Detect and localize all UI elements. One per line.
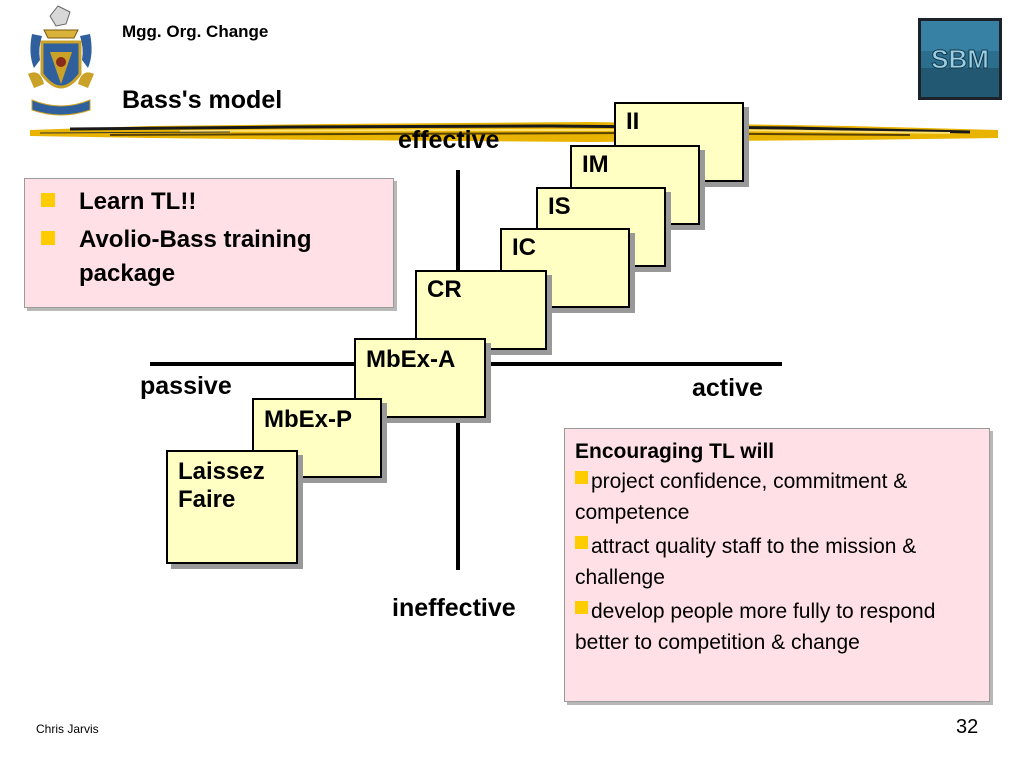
university-crest-logo <box>20 4 102 122</box>
learn-tl-list: Learn TL!! Avolio-Bass training package <box>41 185 381 291</box>
page-number: 32 <box>956 716 979 738</box>
list-item: develop people more fully to respond bet… <box>575 597 979 658</box>
sbm-logo-text: SBM <box>931 44 989 74</box>
square-bullet-icon <box>575 471 588 485</box>
axis-label-passive: passive <box>140 372 232 400</box>
course-title: Mgg. Org. Change <box>122 22 269 41</box>
encouraging-tl-box: Encouraging TL will project confidence, … <box>564 428 990 702</box>
sbm-logo: SBM <box>918 18 1002 100</box>
square-bullet-icon <box>575 601 588 615</box>
list-item: attract quality staff to the mission & c… <box>575 532 979 593</box>
list-item-text: project confidence, commitment & compete… <box>575 470 908 524</box>
author-name: Chris Jarvis <box>36 722 99 736</box>
gold-brush-divider <box>30 116 1000 150</box>
learn-tl-box: Learn TL!! Avolio-Bass training package <box>24 178 394 308</box>
axis-label-effective: effective <box>398 126 500 154</box>
step-laissez-faire: Laissez Faire <box>166 450 298 564</box>
list-item-text: develop people more fully to respond bet… <box>575 600 936 654</box>
step-cr: CR <box>415 270 547 350</box>
axis-label-ineffective: ineffective <box>392 594 516 622</box>
list-item: Learn TL!! <box>41 185 381 219</box>
list-item: Avolio-Bass training package <box>41 223 381 291</box>
square-bullet-icon <box>41 193 55 207</box>
list-item-text: Learn TL!! <box>79 188 197 215</box>
encouraging-heading: Encouraging TL will <box>575 440 775 463</box>
list-item: project confidence, commitment & compete… <box>575 467 979 528</box>
list-item-text: attract quality staff to the mission & c… <box>575 535 917 589</box>
slide-title: Bass's model <box>122 86 283 114</box>
square-bullet-icon <box>575 536 588 550</box>
square-bullet-icon <box>41 231 55 246</box>
list-item-text: Avolio-Bass training package <box>79 226 312 288</box>
axis-label-active: active <box>692 374 763 402</box>
